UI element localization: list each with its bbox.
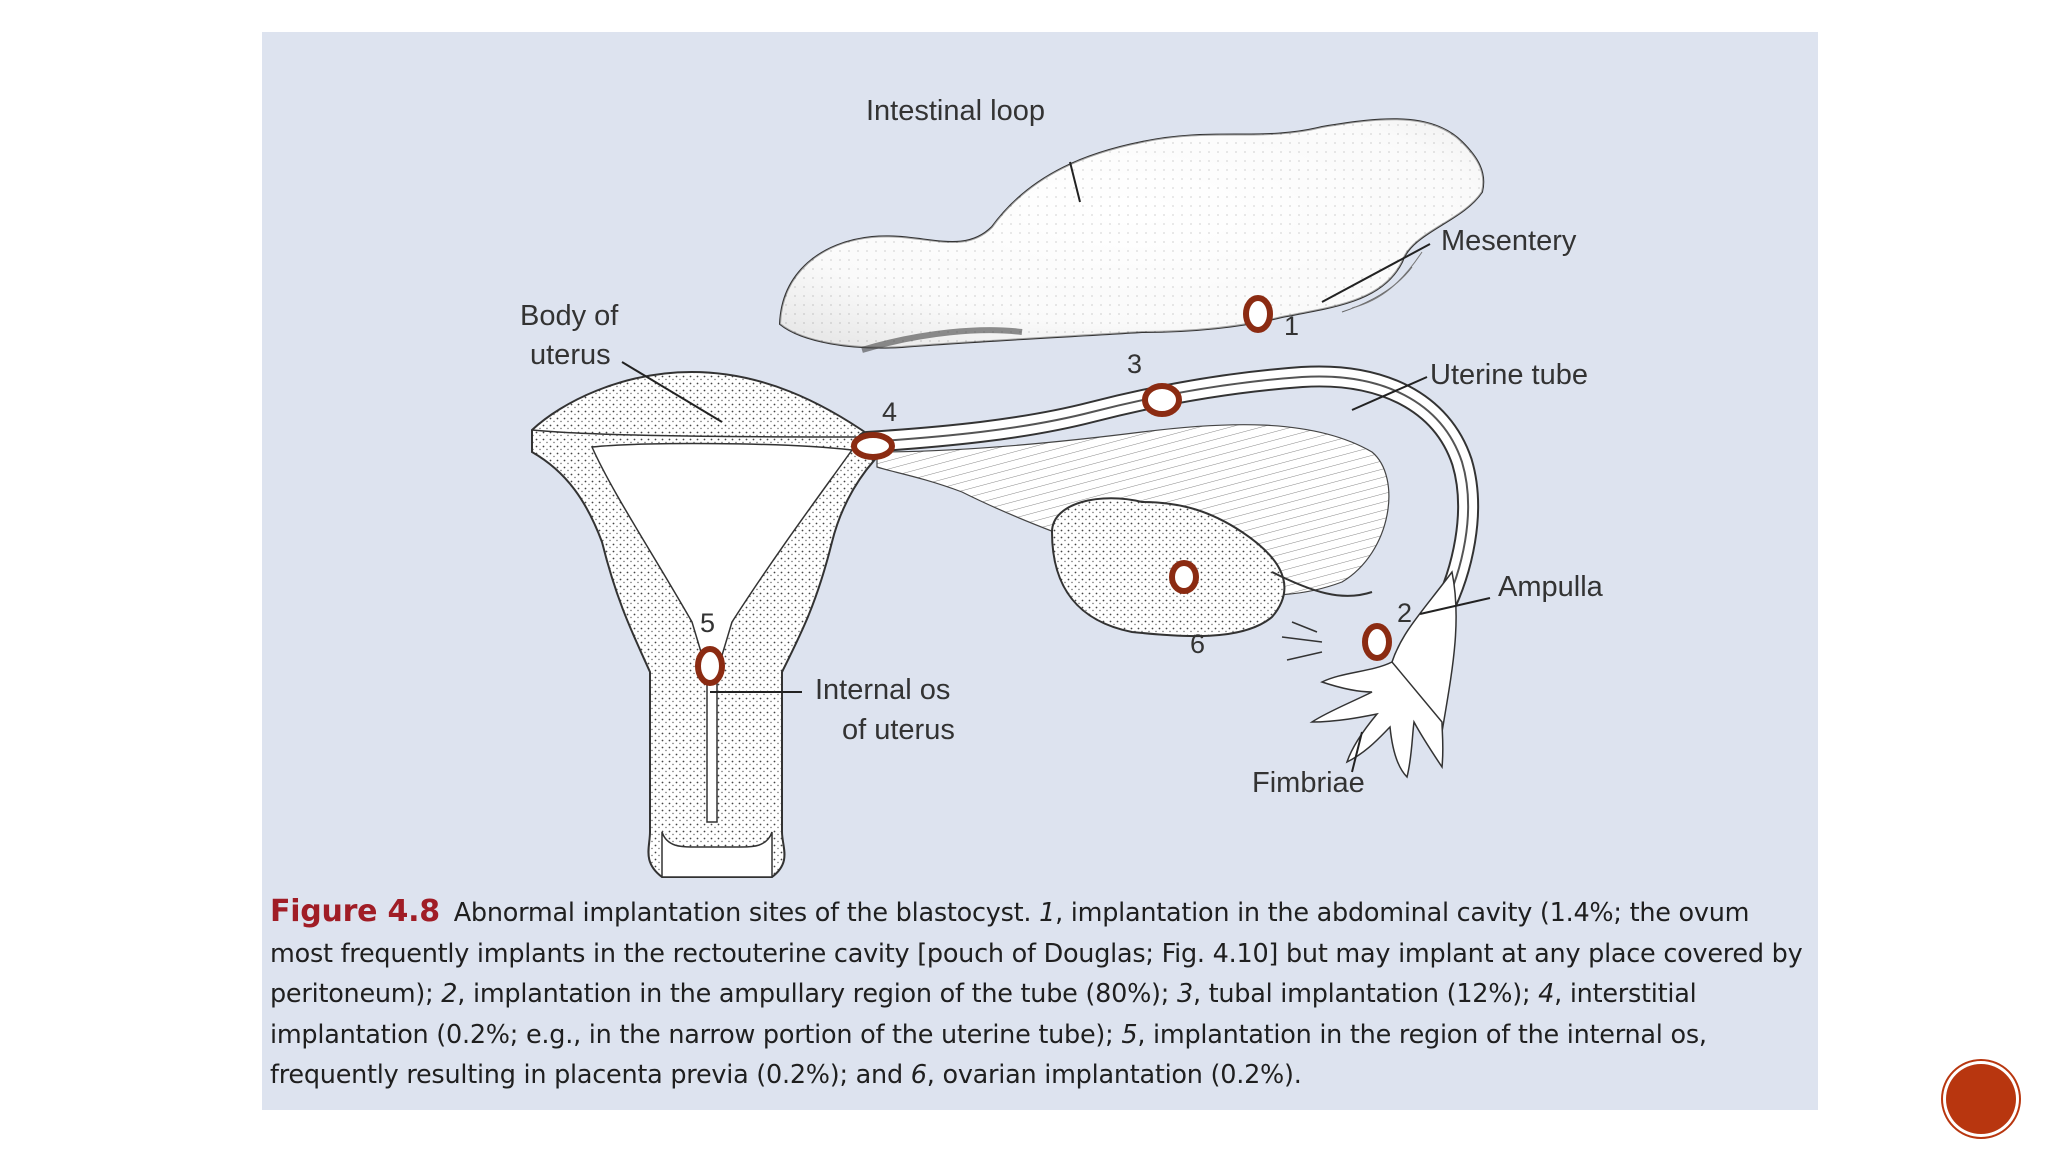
- implant-site-3: [1142, 383, 1182, 417]
- implant-site-2: [1362, 623, 1392, 661]
- figure: Intestinal loop Mesentery Body of uterus…: [262, 32, 1818, 1110]
- site-number-1: 1: [1284, 311, 1299, 341]
- label-intestinal-loop: Intestinal loop: [866, 95, 1045, 127]
- implant-site-4: [851, 432, 895, 460]
- label-internal-os-line1: Internal os: [815, 674, 950, 706]
- site-number-6: 6: [1190, 629, 1205, 659]
- implantation-sites: [695, 295, 1392, 686]
- implant-site-5: [695, 646, 725, 686]
- label-fimbriae: Fimbriae: [1252, 767, 1365, 799]
- figure-label: Figure 4.8: [270, 894, 440, 929]
- label-uterine-tube: Uterine tube: [1430, 359, 1588, 391]
- intestinal-loop-drawing: [778, 118, 1485, 353]
- implant-site-1: [1243, 295, 1273, 333]
- ovary-drawing: [1050, 497, 1373, 638]
- label-internal-os-line2: of uterus: [842, 714, 955, 746]
- site-number-5: 5: [700, 608, 715, 638]
- circle-button-icon[interactable]: [1946, 1064, 2016, 1134]
- site-number-4: 4: [882, 397, 897, 427]
- site-number-3: 3: [1127, 349, 1142, 379]
- label-body-of-uterus-line2: uterus: [530, 339, 611, 371]
- label-mesentery: Mesentery: [1441, 225, 1577, 257]
- fimbriae-drawing: [1281, 621, 1444, 779]
- leader-lines: [621, 161, 1491, 773]
- implantation-diagram: Intestinal loop Mesentery Body of uterus…: [520, 95, 1604, 878]
- label-ampulla: Ampulla: [1498, 571, 1604, 603]
- label-body-of-uterus-line1: Body of: [520, 300, 619, 332]
- figure-caption: Figure 4.8 Abnormal implantation sites o…: [270, 894, 1803, 1090]
- site-number-2: 2: [1397, 598, 1412, 628]
- implant-site-6: [1169, 560, 1199, 594]
- uterus-drawing: [531, 370, 884, 878]
